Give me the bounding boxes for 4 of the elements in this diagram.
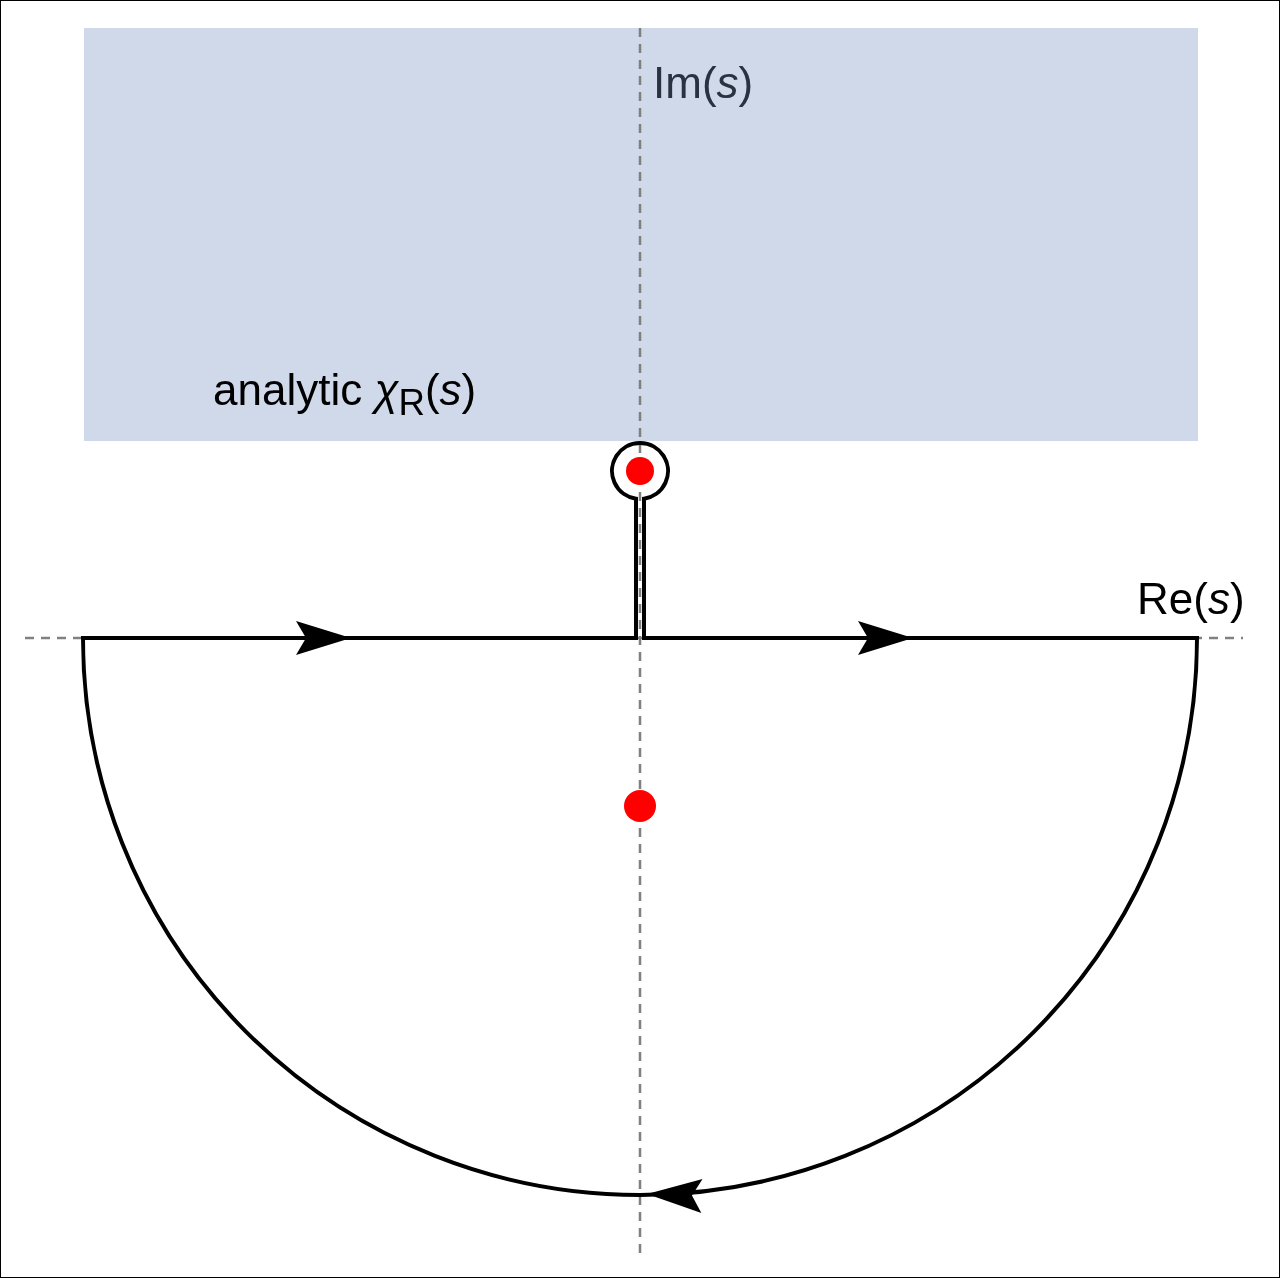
axis-label: Im(s) — [653, 61, 754, 105]
shaded-region — [84, 28, 1198, 441]
axis-label: Re(s) — [1137, 577, 1245, 621]
region-label: analytic χ$_{R}$(s) — [213, 368, 477, 422]
